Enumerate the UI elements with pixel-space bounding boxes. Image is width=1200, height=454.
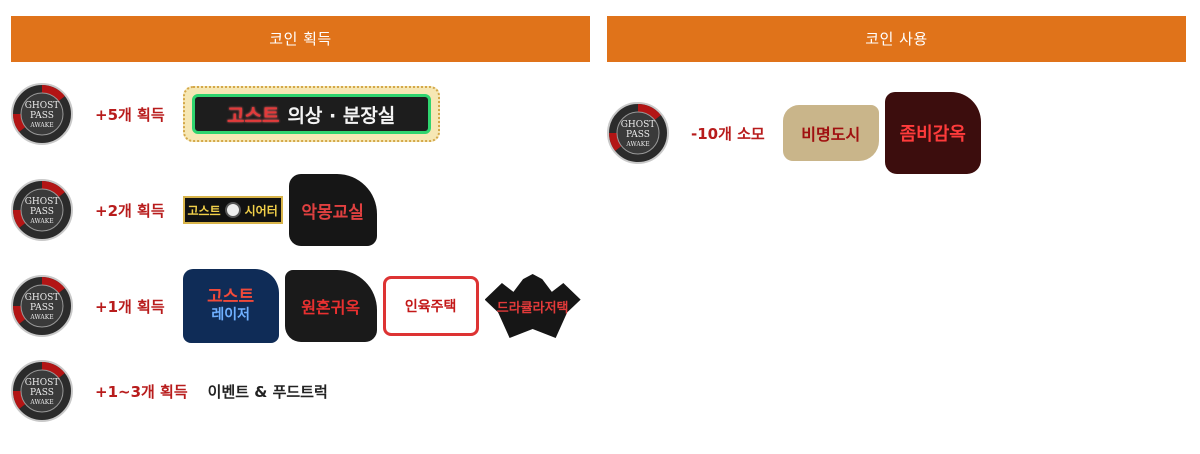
earn-panel-header: 코인 획득 xyxy=(11,16,590,62)
spend-label: -10개 소모 xyxy=(691,124,765,143)
earn-label: +5개 획득 xyxy=(95,105,165,124)
scream-city-logo[interactable]: 비명도시 xyxy=(782,105,879,161)
earn-label: +1~3개 획득 xyxy=(95,382,188,401)
vengeful-spirit-prison-logo[interactable]: 원혼귀옥 xyxy=(284,270,377,342)
dracula-mansion-logo[interactable]: 드라큘라저택 xyxy=(484,274,581,338)
nightmare-classroom-logo[interactable]: 악몽교실 xyxy=(288,174,377,246)
spend-panel-header: 코인 사용 xyxy=(607,16,1186,62)
event-foodtruck-text: 이벤트 & 푸드트럭 xyxy=(207,382,328,401)
zombie-prison-logo[interactable]: 좀비감옥 xyxy=(884,92,981,174)
human-flesh-house-logo[interactable]: 인육주택 xyxy=(382,276,479,336)
earn-label: +2개 획득 xyxy=(95,201,165,220)
earn-label: +1개 획득 xyxy=(95,297,165,316)
film-reel-icon xyxy=(224,202,241,218)
ghost-costume-room-logo[interactable]: 고스트 의상 · 분장실 xyxy=(182,86,440,142)
ghost-laser-logo[interactable]: 고스트 레이저 xyxy=(182,269,279,343)
ghost-theater-logo[interactable]: 고스트 시어터 xyxy=(182,196,283,224)
